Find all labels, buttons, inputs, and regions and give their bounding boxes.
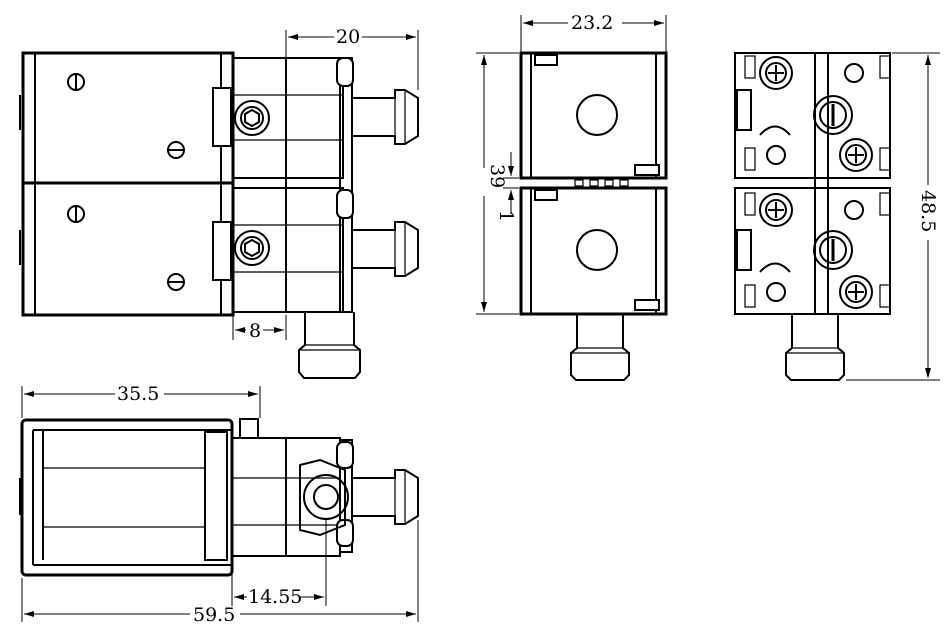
front-view: 20 8: [19, 26, 419, 379]
rear-view: 48.5: [734, 52, 940, 381]
dim-side-width: 23.2: [571, 12, 613, 34]
dim-total-length: 59.5: [193, 604, 235, 626]
dim-inlet-offset: 8: [249, 320, 261, 342]
dim-rear-height: 48.5: [917, 190, 939, 232]
dim-port-offset: 14.55: [248, 586, 302, 608]
side-view: 23.2 39 1: [476, 12, 668, 381]
dim-coil-length: 35.5: [117, 383, 159, 405]
dim-gap: 1: [495, 210, 517, 222]
top-view: 35.5 14.55 59.5: [19, 383, 419, 626]
dim-side-height: 39: [486, 164, 508, 188]
dim-width-top-right: 20: [336, 26, 360, 48]
